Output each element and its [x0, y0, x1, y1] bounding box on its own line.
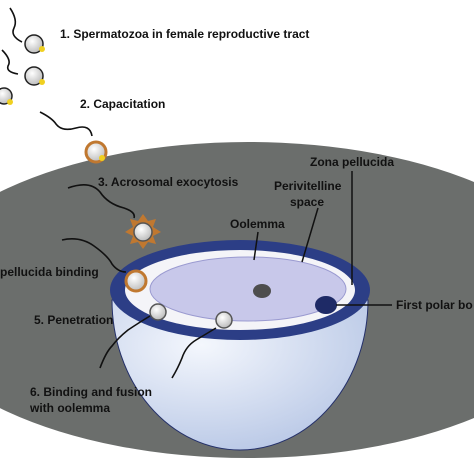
sperm-step4	[61, 238, 148, 293]
label-first-polar-body: First polar bo	[396, 298, 473, 312]
first-polar-body	[315, 296, 337, 314]
label-step5: 5. Penetration	[34, 313, 113, 327]
sperm-step1-c	[0, 87, 13, 105]
sperm-step5	[99, 303, 167, 369]
oolemma	[149, 256, 347, 322]
oocyte-body	[111, 299, 369, 451]
sperm-step2	[39, 111, 108, 164]
sperm-step3	[67, 184, 161, 249]
sperm-step1-b	[1, 49, 45, 86]
label-oolemma: Oolemma	[230, 217, 285, 231]
sperm-step1-a	[9, 7, 45, 54]
label-perivitelline-2: space	[290, 195, 324, 209]
label-step1: 1. Spermatozoa in female reproductive tr…	[60, 27, 309, 41]
label-step6-line2: with oolemma	[29, 401, 110, 415]
leader-oolemma	[253, 231, 259, 261]
label-step2: 2. Capacitation	[80, 97, 165, 111]
label-perivitelline-1: Perivitelline	[274, 179, 342, 193]
sperm-step6	[171, 311, 233, 379]
leader-perivitelline	[301, 207, 319, 263]
label-zona-pellucida: Zona pellucida	[310, 155, 394, 169]
label-step6-line1: 6. Binding and fusion	[30, 385, 152, 399]
label-step3: 3. Acrosomal exocytosis	[98, 175, 239, 189]
label-step4: pellucida binding	[0, 265, 99, 279]
oocyte-nucleus	[253, 284, 271, 298]
